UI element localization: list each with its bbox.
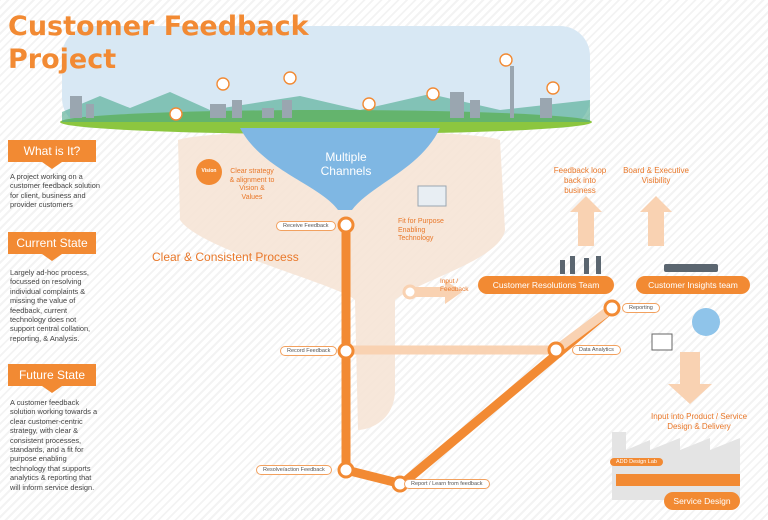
resolutions-team-badge: Customer Resolutions Team [478, 276, 614, 294]
process-nodes [337, 216, 621, 493]
fit-for-purpose-text: Fit for Purpose Enabling Technology [398, 218, 444, 242]
location-pins [169, 53, 560, 121]
page-title: Customer Feedback Project [8, 10, 309, 76]
insights-people [664, 264, 718, 272]
report-learn-label: Report / Learn from feedback [404, 479, 490, 489]
input-arrow [404, 280, 462, 304]
title-line-1: Customer Feedback [8, 11, 309, 42]
conveyor [616, 474, 740, 486]
current-text: Largely ad-hoc process, focussed on reso… [10, 268, 91, 343]
product-input-text: Input into Product / Service Design & De… [650, 412, 748, 431]
feedback-loop-arrow [570, 196, 602, 246]
resolve-feedback-label: Resolve/action Feedback [256, 465, 332, 475]
resolutions-people [560, 256, 601, 274]
service-design-badge: Service Design [664, 492, 740, 510]
vision-text: Clear strategy & alignment to Vision & V… [229, 168, 275, 201]
factory [612, 432, 740, 500]
vision-badge: Vision [201, 168, 217, 174]
current-heading: Current State [8, 232, 96, 261]
what-heading: What is It? [8, 140, 96, 169]
insights-team-badge: Customer Insights team [636, 276, 750, 294]
future-text: A customer feedback solution working tow… [10, 398, 98, 492]
vision-sun [196, 159, 222, 185]
process-heading: Clear & Consistent Process [152, 250, 299, 264]
chart-screen [651, 333, 673, 351]
board-arrow [640, 196, 672, 246]
receive-feedback-label: Receive Feedback [276, 221, 336, 231]
product-arrow [668, 352, 712, 404]
multiple-channels-label: Multiple Channels [320, 150, 372, 178]
what-text: A project working on a customer feedback… [10, 172, 100, 210]
feedback-loop-text: Feedback loop back into business [553, 166, 607, 195]
future-heading: Future State [8, 364, 96, 393]
city-buildings [70, 66, 552, 118]
insights-circle [692, 308, 720, 336]
channels-funnel [240, 128, 440, 210]
design-lab-badge: ADD Design Lab [610, 458, 663, 466]
data-analytics-label: Data Analytics [572, 345, 621, 355]
monitor-icon [417, 185, 447, 207]
input-node [402, 284, 418, 300]
reporting-label: Reporting [622, 303, 660, 313]
title-line-2: Project [8, 44, 117, 75]
board-visibility-text: Board & Executive Visibility [623, 166, 689, 185]
record-feedback-label: Record Feedback [280, 346, 338, 356]
input-feedback-label: Input / Feedback [440, 278, 469, 293]
